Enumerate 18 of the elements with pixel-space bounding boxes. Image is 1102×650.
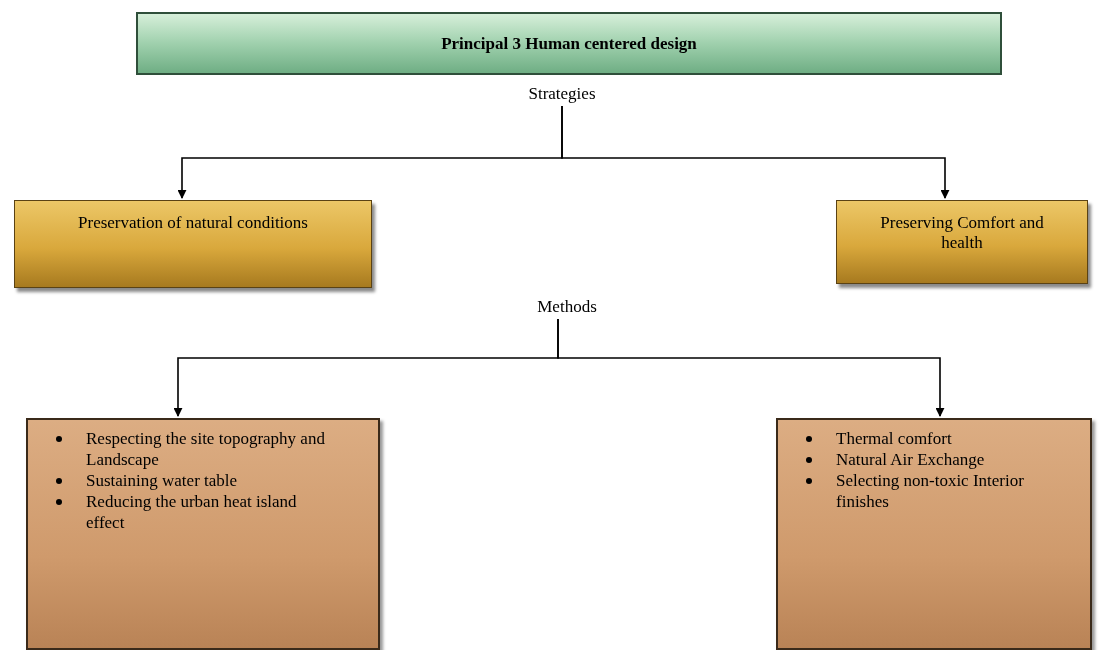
- list-item: Respecting the site topography and Landscape: [86, 428, 326, 470]
- box-text: Preserving Comfort and health: [879, 213, 1045, 253]
- list-item: Thermal comfort: [836, 428, 952, 449]
- strategy-box: [14, 200, 372, 288]
- connector-arrow: [557, 318, 945, 417]
- methods-label: Methods: [517, 295, 617, 319]
- title-box: [136, 12, 1002, 75]
- connector-arrow: [561, 105, 950, 199]
- strategy-box: [836, 200, 1088, 284]
- box-text: Preservation of natural conditions: [78, 213, 308, 233]
- list-item: Reducing the urban heat island effect: [86, 491, 298, 533]
- list-item: Selecting non-toxic Interior finishes: [836, 470, 1025, 512]
- list-item: Sustaining water table: [86, 470, 238, 491]
- title-text: Principal 3 Human centered design: [441, 33, 697, 54]
- list-item: Natural Air Exchange: [836, 449, 985, 470]
- methods-list-box: [776, 418, 1092, 650]
- strategies-label: Strategies: [512, 82, 612, 106]
- methods-list-box: [26, 418, 380, 650]
